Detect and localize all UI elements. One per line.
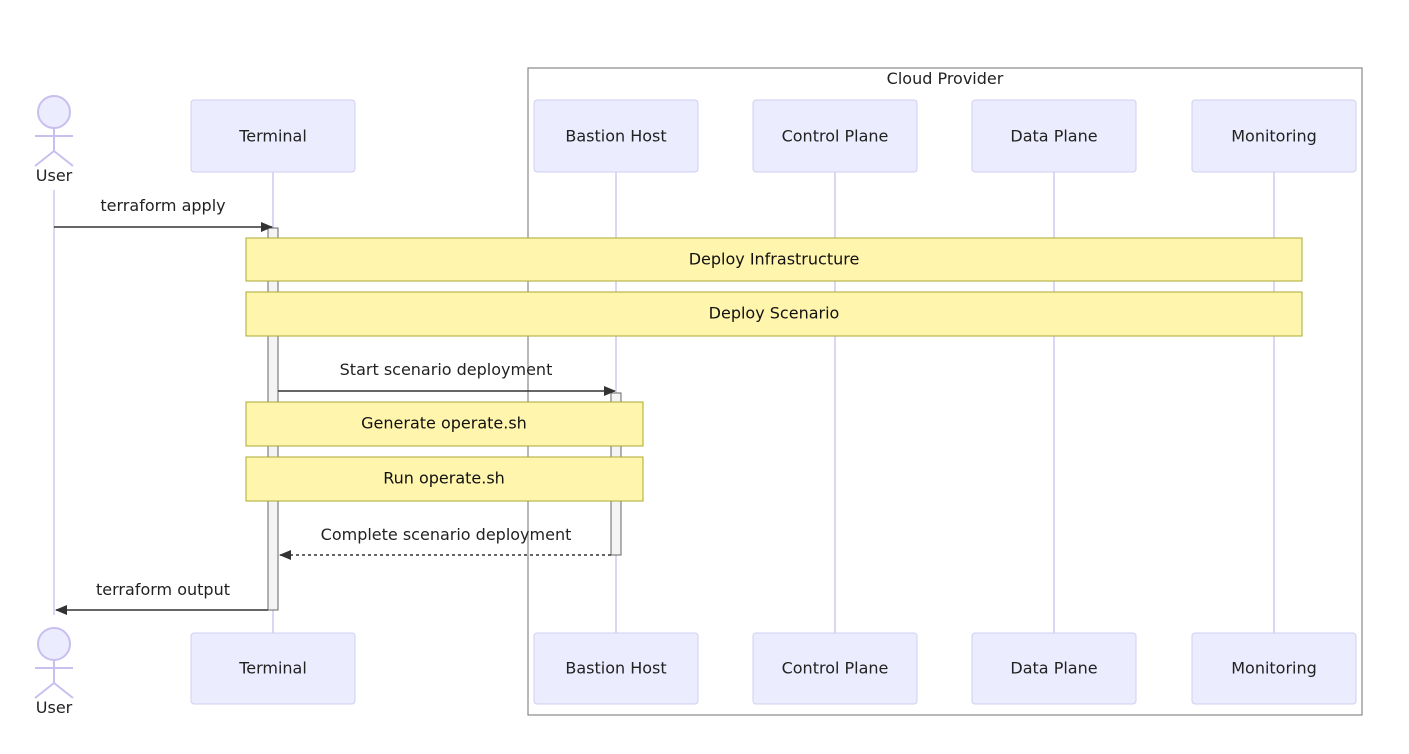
participant-box [971,632,1137,705]
message-terraform-apply: terraform apply [54,196,273,232]
note-box [245,237,1303,282]
note-label: Generate operate.sh [361,414,527,433]
actor-user-bottom[interactable]: User [34,627,74,717]
message-label: Complete scenario deployment [321,525,572,544]
participant-label: Data Plane [1010,127,1097,146]
actor-right-leg [53,682,74,699]
message-start-scenario: Start scenario deployment [278,360,616,396]
group-label: Cloud Provider [887,69,1004,88]
participant-box [190,632,356,705]
participant-monitoring-top[interactable]: Monitoring [1191,99,1357,173]
participant-box [971,99,1137,173]
participant-bastion-top[interactable]: Bastion Host [533,99,699,173]
actor-left-leg [34,682,55,699]
participant-label: Terminal [238,659,307,678]
participant-box [752,99,918,173]
participant-terminal-top[interactable]: Terminal [190,99,356,173]
note-generate-operate: Generate operate.sh [245,401,644,447]
participant-data-plane-top[interactable]: Data Plane [971,99,1137,173]
note-label: Deploy Scenario [709,304,840,323]
message-complete-scenario: Complete scenario deployment [279,525,611,560]
note-box [245,291,1303,337]
participant-box [533,632,699,705]
note-deploy-scenario: Deploy Scenario [245,291,1303,337]
participant-monitoring-bottom[interactable]: Monitoring [1191,632,1357,705]
participant-box [533,99,699,173]
message-label: Start scenario deployment [340,360,553,379]
participant-bastion-bottom[interactable]: Bastion Host [533,632,699,705]
participant-box [752,632,918,705]
participant-control-plane-top[interactable]: Control Plane [752,99,918,173]
participant-box [190,99,356,173]
note-run-operate: Run operate.sh [245,456,644,502]
participant-label: Bastion Host [565,659,666,678]
actor-label: User [36,698,73,717]
actor-head [37,95,71,129]
participant-label: Monitoring [1231,127,1317,146]
note-label: Deploy Infrastructure [689,250,860,269]
participant-label: Control Plane [782,659,889,678]
participant-box [1191,99,1357,173]
actor-head [37,627,71,661]
message-label: terraform output [96,580,230,599]
participant-box [1191,632,1357,705]
participant-terminal-bottom[interactable]: Terminal [190,632,356,705]
note-box [245,456,644,502]
actor-user-top[interactable]: User [34,95,74,185]
message-label: terraform apply [100,196,225,215]
actor-right-leg [53,150,74,167]
participant-label: Terminal [238,127,307,146]
participant-data-plane-bottom[interactable]: Data Plane [971,632,1137,705]
note-box [245,401,644,447]
participant-label: Bastion Host [565,127,666,146]
message-terraform-output: terraform output [55,580,268,615]
actor-label: User [36,166,73,185]
participant-control-plane-bottom[interactable]: Control Plane [752,632,918,705]
note-label: Run operate.sh [383,469,505,488]
actor-left-leg [34,150,55,167]
participant-label: Data Plane [1010,659,1097,678]
participant-label: Control Plane [782,127,889,146]
note-deploy-infrastructure: Deploy Infrastructure [245,237,1303,282]
participant-label: Monitoring [1231,659,1317,678]
